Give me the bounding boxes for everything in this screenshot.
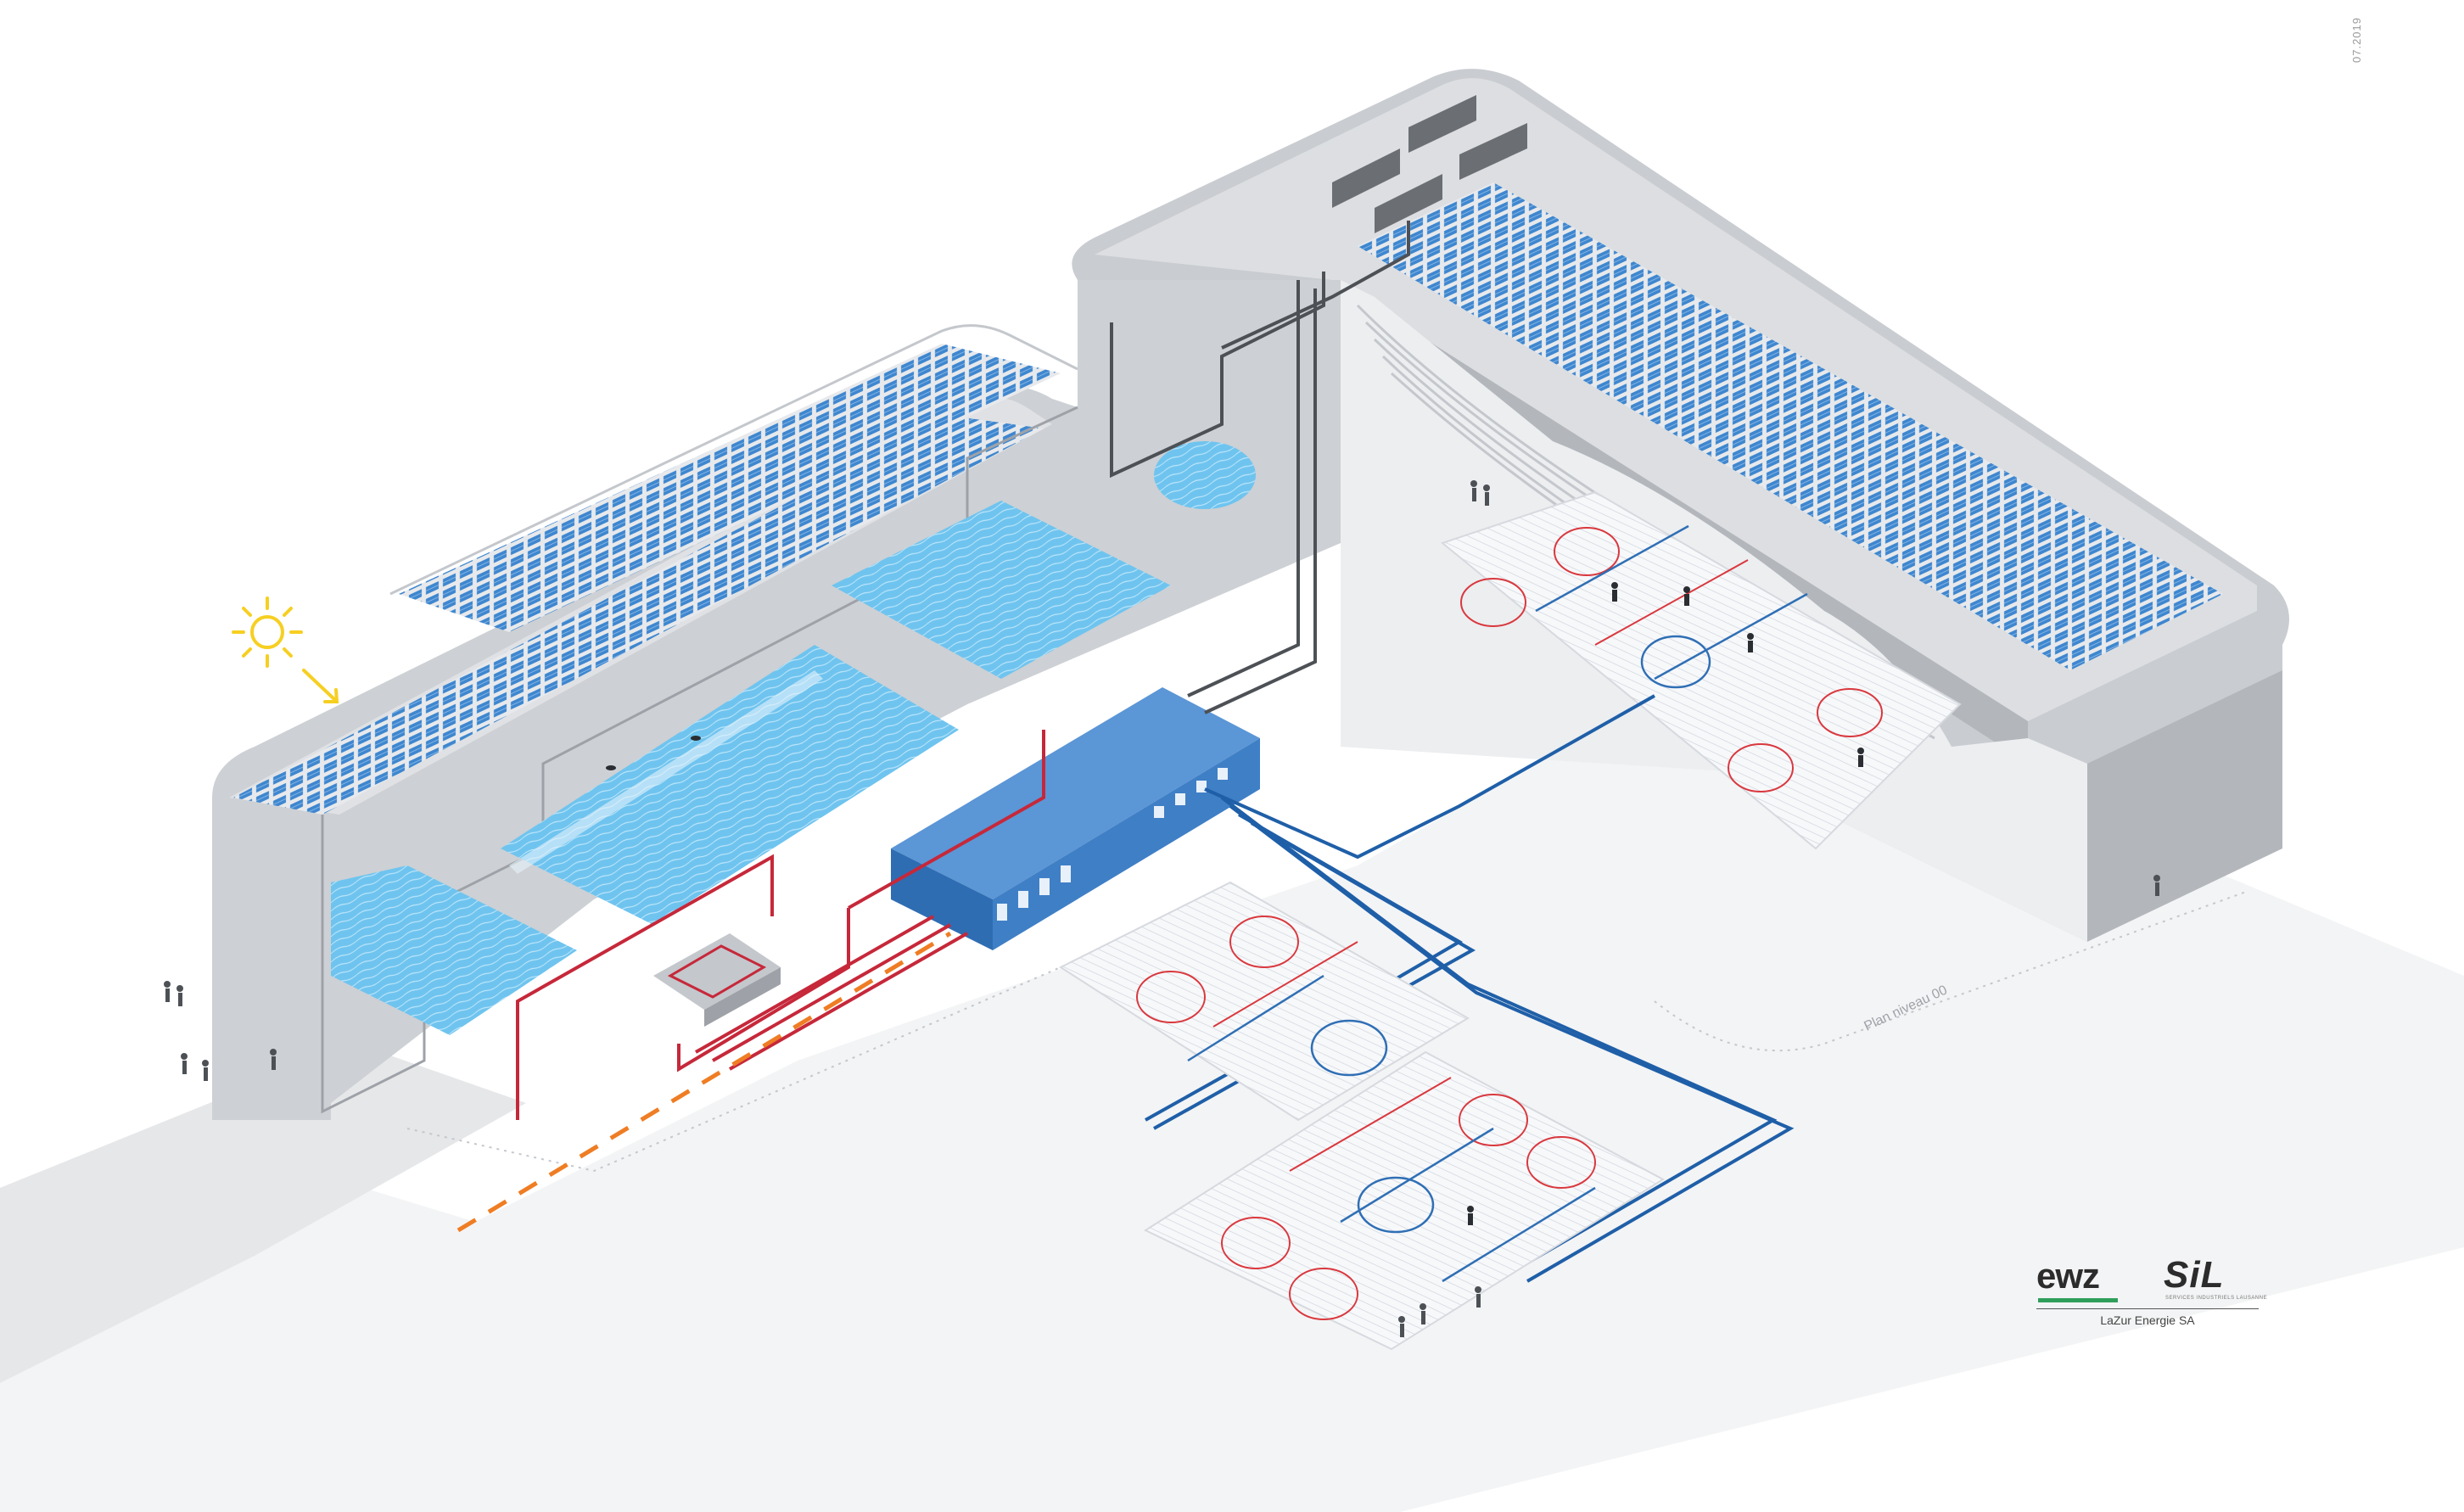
ventilation-ducts: [1110, 221, 1410, 714]
outdoor-ice-rink-upper: [1058, 881, 1470, 1122]
ewz-logo-bar: [2038, 1298, 2118, 1302]
main-pool: [501, 645, 959, 925]
swimmer-icon: [606, 736, 701, 770]
energy-hub: [891, 687, 1260, 950]
district-heating-line: [456, 931, 952, 1233]
aquatic-centre-building: [212, 280, 1341, 1120]
spa-pool: [1154, 441, 1256, 509]
partner-logos: ewz SiL SERVICES INDUSTRIELS LAUSANNE La…: [2036, 1254, 2268, 1332]
diving-pool: [331, 865, 577, 1035]
sun-direction-arrow-icon: [302, 669, 339, 703]
ground-plane: [0, 662, 2464, 1512]
date-stamp: 07.2019: [2350, 17, 2363, 63]
sil-logo-tagline: SERVICES INDUSTRIELS LAUSANNE: [2165, 1296, 2268, 1301]
leisure-pool: [832, 501, 1171, 679]
sun-icon: [232, 596, 303, 668]
heating-pipes: [516, 730, 1045, 1120]
ewz-logo: ewz: [2036, 1256, 2100, 1296]
sil-logo: SiL: [2164, 1254, 2225, 1296]
heat-pump-station: [653, 933, 781, 1027]
skater-icon: [1467, 582, 1864, 1225]
outdoor-ice-rink-lower: [1143, 1050, 1665, 1351]
company-caption: LaZur Energie SA: [2100, 1313, 2195, 1327]
arena-ice-rink: [1440, 490, 1962, 850]
pedestrian-icon: [164, 480, 2160, 1337]
logo-divider: [2036, 1308, 2259, 1309]
roof-hvac-units: [1332, 95, 1527, 233]
